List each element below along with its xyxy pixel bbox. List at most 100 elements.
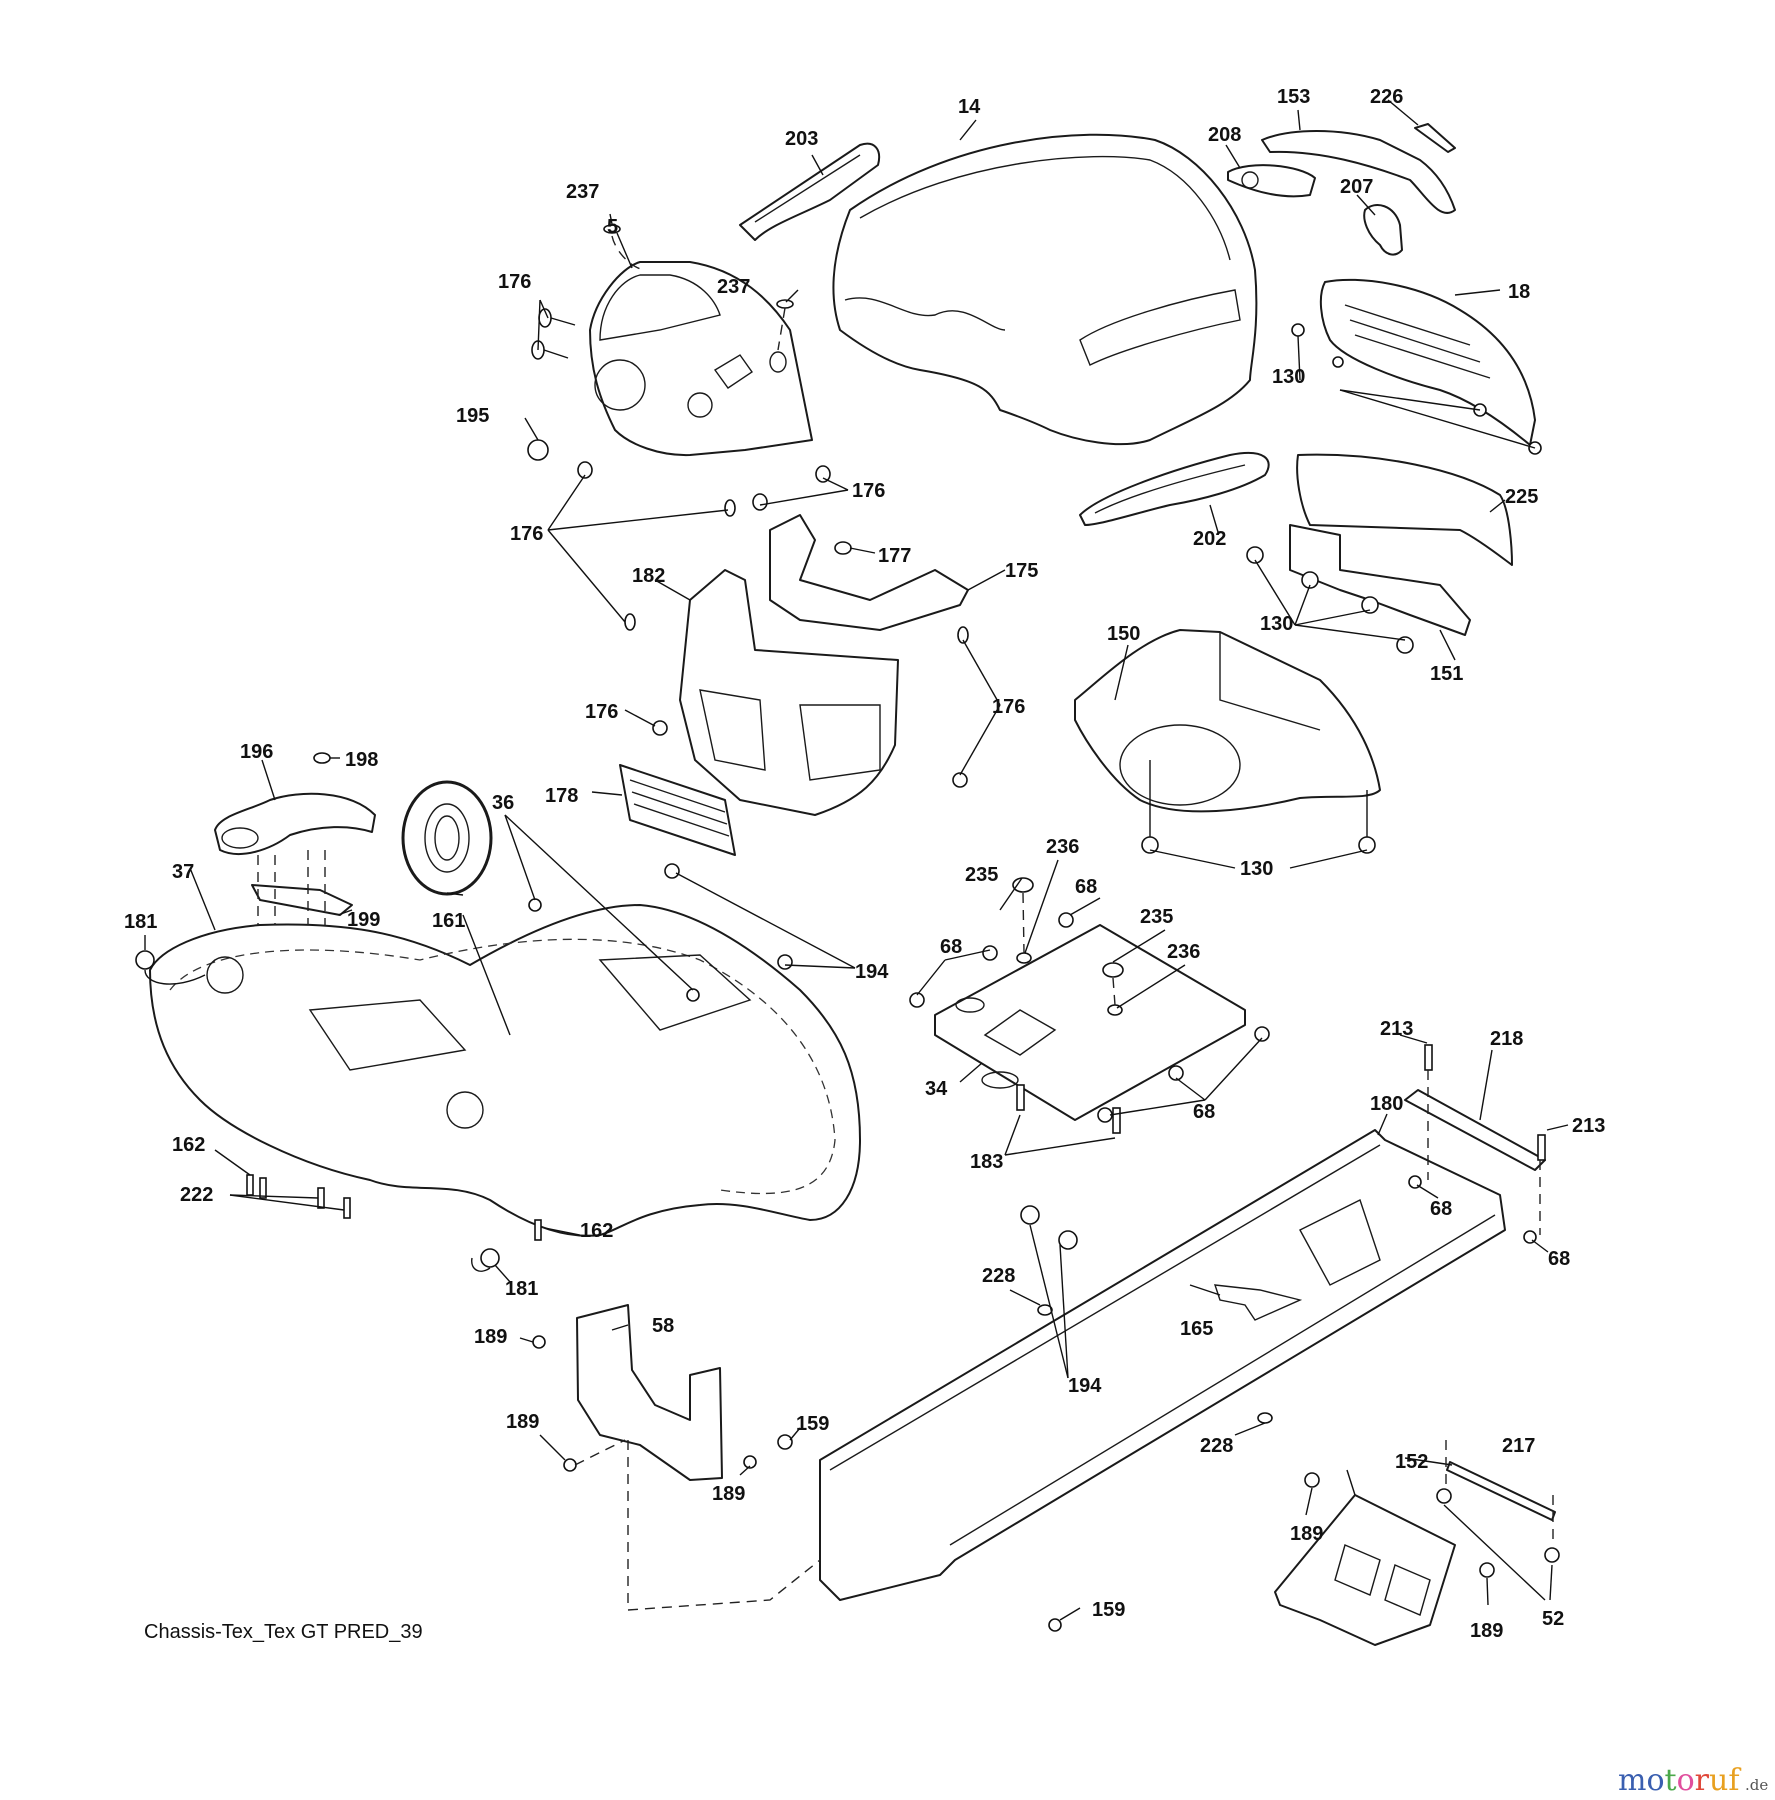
badge-top-part[interactable] [1261,130,1456,214]
engine-plate-part[interactable] [934,924,1246,1121]
watermark-logo: motoruf [1618,1763,1741,1798]
callout-130-c[interactable]: 130 [1240,858,1273,880]
bumper-part[interactable] [1296,453,1513,566]
callout-176-b[interactable]: 176 [852,480,885,502]
callout-68-a[interactable]: 68 [1075,876,1097,898]
callout-178[interactable]: 178 [545,785,578,807]
watermark-suffix: .de [1745,1776,1768,1794]
callout-176-a[interactable]: 176 [498,271,531,293]
callout-194-a[interactable]: 194 [855,961,889,983]
callout-207[interactable]: 207 [1340,176,1373,198]
callout-159-a[interactable]: 159 [796,1413,829,1435]
callout-199[interactable]: 199 [347,909,380,931]
callout-189-c[interactable]: 189 [712,1483,745,1505]
callout-159-b[interactable]: 159 [1092,1599,1125,1621]
light-bulb-part[interactable] [1363,204,1403,256]
grille-178-part[interactable] [619,764,736,856]
fan-cover-part[interactable] [1074,629,1381,813]
callout-236-b[interactable]: 236 [1167,941,1200,963]
callout-68-d[interactable]: 68 [1430,1198,1452,1220]
light-lens-part[interactable] [1227,164,1316,198]
callout-196[interactable]: 196 [240,741,273,763]
callout-237-b[interactable]: 237 [717,276,750,298]
bar-218-part[interactable] [1404,1089,1546,1171]
callout-130-b[interactable]: 130 [1260,613,1293,635]
callout-235-a[interactable]: 235 [965,864,998,886]
callout-225[interactable]: 225 [1505,486,1538,508]
hood-trim-left-part[interactable] [739,142,880,241]
callout-222[interactable]: 222 [180,1184,213,1206]
callout-37[interactable]: 37 [172,861,194,883]
callout-226[interactable]: 226 [1370,86,1403,108]
callout-161[interactable]: 161 [432,910,465,932]
callout-235-b[interactable]: 235 [1140,906,1173,928]
console-part[interactable] [679,569,899,816]
callout-68-b[interactable]: 68 [940,936,962,958]
side-trim-part[interactable] [1079,451,1270,526]
hardware-fasteners [135,224,1560,1632]
callout-68-e[interactable]: 68 [1548,1248,1570,1270]
plate-199-part[interactable] [251,884,353,916]
callout-228-a[interactable]: 228 [982,1265,1015,1287]
watermark-letter: o [1677,1763,1695,1798]
callout-236-a[interactable]: 236 [1046,836,1079,858]
rod-217-part[interactable] [1446,1461,1556,1521]
callout-151[interactable]: 151 [1430,663,1463,685]
callout-189-d[interactable]: 189 [1290,1523,1323,1545]
callout-153[interactable]: 153 [1277,86,1310,108]
callout-130-a[interactable]: 130 [1272,366,1305,388]
callout-165[interactable]: 165 [1180,1318,1213,1340]
dash-panel-part[interactable] [589,261,813,457]
callout-162-b[interactable]: 162 [580,1220,613,1242]
callout-213-b[interactable]: 213 [1572,1115,1605,1137]
callout-189-b[interactable]: 189 [506,1411,539,1433]
fender-part[interactable] [149,904,861,1237]
callout-176-d[interactable]: 176 [585,701,618,723]
callout-189-e[interactable]: 189 [1470,1620,1503,1642]
callout-152[interactable]: 152 [1395,1451,1428,1473]
callout-183[interactable]: 183 [970,1151,1003,1173]
callout-180[interactable]: 180 [1370,1093,1403,1115]
callout-203[interactable]: 203 [785,128,818,150]
callout-213-a[interactable]: 213 [1380,1018,1413,1040]
callout-208[interactable]: 208 [1208,124,1241,146]
knob-196-part[interactable] [214,792,376,855]
knob-161-part[interactable] [401,780,493,896]
callout-34[interactable]: 34 [925,1078,948,1100]
hood-part[interactable] [832,133,1258,446]
bracket-175-part[interactable] [769,514,969,631]
callout-218[interactable]: 218 [1490,1028,1523,1050]
callout-176-c[interactable]: 176 [510,523,543,545]
callout-217[interactable]: 217 [1502,1435,1535,1457]
callout-150[interactable]: 150 [1107,623,1140,645]
callout-18[interactable]: 18 [1508,281,1530,303]
callout-68-c[interactable]: 68 [1193,1101,1215,1123]
callout-189-a[interactable]: 189 [474,1326,507,1348]
callout-58[interactable]: 58 [652,1315,674,1337]
frame-part[interactable] [819,1129,1506,1601]
callout-36[interactable]: 36 [492,792,514,814]
callout-181-b[interactable]: 181 [505,1278,538,1300]
callout-202[interactable]: 202 [1193,528,1226,550]
callout-177[interactable]: 177 [878,545,911,567]
badge-small-part[interactable] [1414,123,1456,153]
callout-175[interactable]: 175 [1005,560,1038,582]
callout-182[interactable]: 182 [632,565,665,587]
callout-194-b[interactable]: 194 [1068,1375,1102,1397]
callout-52[interactable]: 52 [1542,1608,1564,1630]
bracket-58-part[interactable] [576,1304,723,1481]
callout-237-a[interactable]: 237 [566,181,599,203]
callout-198[interactable]: 198 [345,749,378,771]
callout-14[interactable]: 14 [958,96,981,118]
callout-5[interactable]: 5 [607,216,618,238]
callout-162-a[interactable]: 162 [172,1134,205,1156]
guard-152-part[interactable] [1274,1494,1456,1646]
bracket-151-part[interactable] [1289,524,1471,636]
callout-228-b[interactable]: 228 [1200,1435,1233,1457]
callout-181-a[interactable]: 181 [124,911,157,933]
motoruf-watermark: motoruf .de [1618,1763,1768,1798]
callout-195[interactable]: 195 [456,405,489,427]
grille-part[interactable] [1319,278,1536,446]
callout-176-e[interactable]: 176 [992,696,1025,718]
